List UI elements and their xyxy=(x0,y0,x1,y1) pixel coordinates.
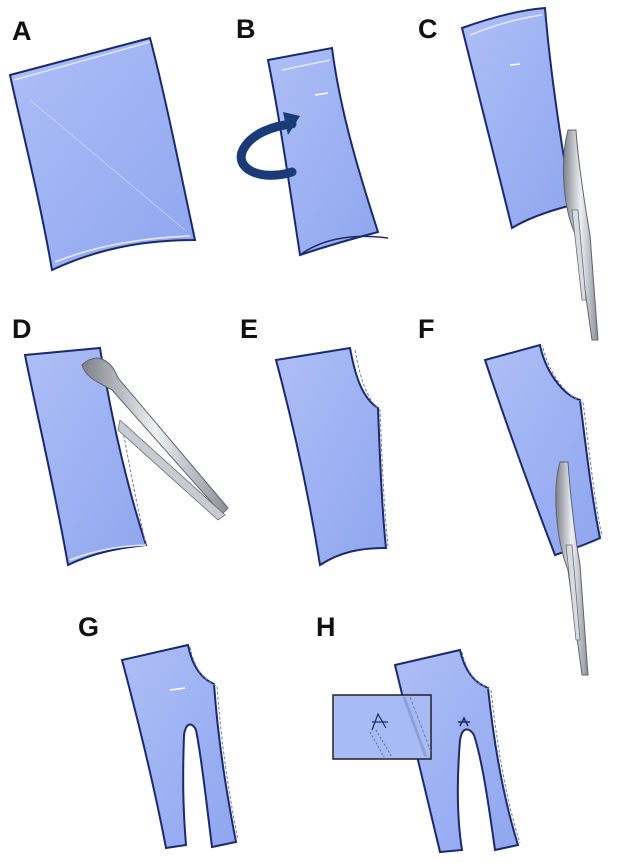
panel-label-h: H xyxy=(316,614,336,641)
scissors-icon xyxy=(563,130,598,340)
panel-label-b: B xyxy=(236,16,256,43)
panel-label-f: F xyxy=(418,316,435,343)
panel-label-c: C xyxy=(418,16,438,43)
panel-f-shaped-bag xyxy=(485,345,602,555)
inset-detail-box xyxy=(333,695,431,759)
panel-e-shaped-bag xyxy=(276,348,388,565)
panel-d-bag xyxy=(25,348,146,565)
panel-g-trouser-bag xyxy=(122,645,238,848)
panel-c-bag xyxy=(462,8,572,228)
panel-a-flat-bag xyxy=(10,38,195,270)
panel-b-folded-bag xyxy=(268,48,388,255)
panel-label-g: G xyxy=(78,614,99,641)
panel-label-e: E xyxy=(240,316,258,343)
panel-label-a: A xyxy=(12,18,32,45)
panel-label-d: D xyxy=(12,316,32,343)
